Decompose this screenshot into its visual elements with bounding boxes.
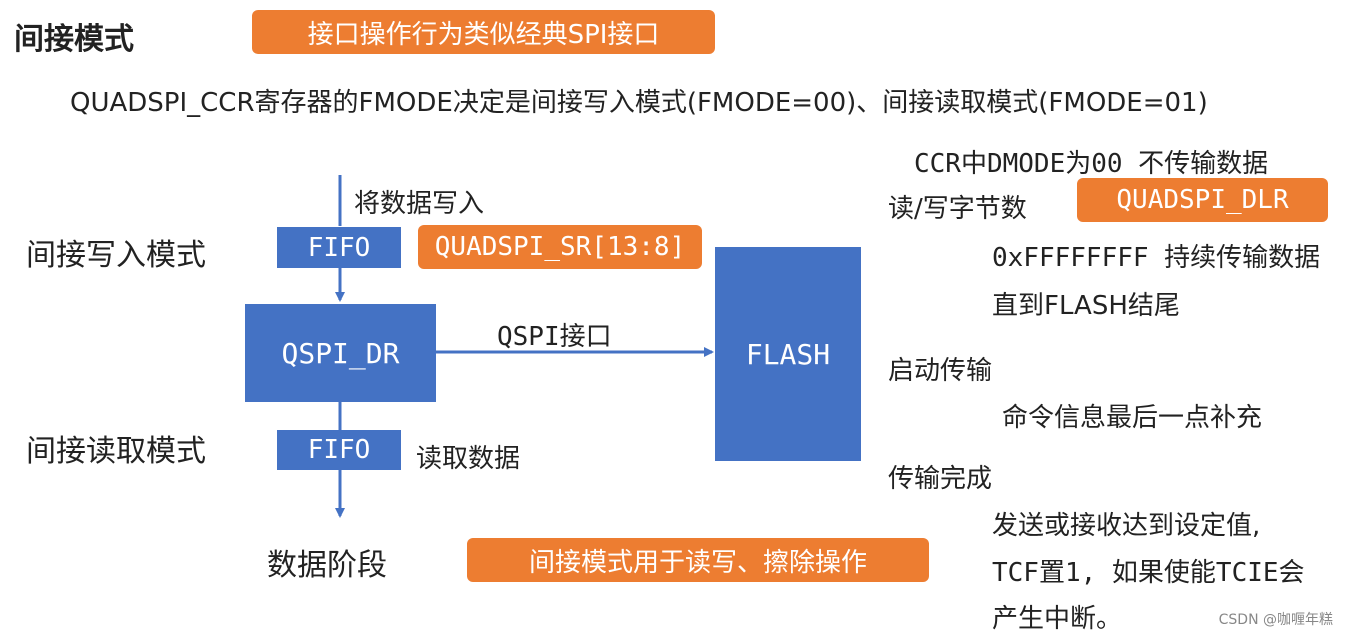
write-mode-label: 间接写入模式 xyxy=(26,238,206,273)
transfer-complete-label: 传输完成 xyxy=(888,464,993,494)
spi-similarity-badge: 接口操作行为类似经典SPI接口 xyxy=(252,10,715,54)
read-data-label: 读取数据 xyxy=(416,444,521,474)
flash-box: FLASH xyxy=(715,247,861,461)
transfer-complete-line2: TCF置1, 如果使能TCIE会 xyxy=(992,558,1305,588)
dlr-register-badge: QUADSPI_DLR xyxy=(1077,178,1328,222)
qspi-interface-label: QSPI接口 xyxy=(497,322,612,352)
read-mode-label: 间接读取模式 xyxy=(26,434,206,469)
fifo-write-box: FIFO xyxy=(277,227,401,268)
qspi-dr-box: QSPI_DR xyxy=(245,304,436,402)
usage-badge: 间接模式用于读写、擦除操作 xyxy=(467,538,929,582)
fmode-description: QUADSPI_CCR寄存器的FMODE决定是间接写入模式(FMODE=00)、… xyxy=(70,88,1208,118)
transfer-complete-line3: 产生中断。 xyxy=(992,604,1123,634)
sr-register-badge: QUADSPI_SR[13:8] xyxy=(418,225,702,269)
transfer-complete-line1: 发送或接收达到设定值, xyxy=(992,511,1261,541)
continuous-transfer-line1: 0xFFFFFFFF 持续传输数据 xyxy=(992,243,1321,273)
start-transfer-desc: 命令信息最后一点补充 xyxy=(1002,403,1263,433)
fifo-read-box: FIFO xyxy=(277,430,401,470)
start-transfer-label: 启动传输 xyxy=(888,356,993,386)
dmode-note: CCR中DMODE为00 不传输数据 xyxy=(914,149,1269,179)
data-phase-label: 数据阶段 xyxy=(267,548,387,583)
rw-count-label: 读/写字节数 xyxy=(888,194,1027,224)
write-data-label: 将数据写入 xyxy=(354,189,485,219)
continuous-transfer-line2: 直到FLASH结尾 xyxy=(992,291,1180,321)
watermark: CSDN @咖喱年糕 xyxy=(1218,612,1333,628)
page-title: 间接模式 xyxy=(14,22,134,57)
